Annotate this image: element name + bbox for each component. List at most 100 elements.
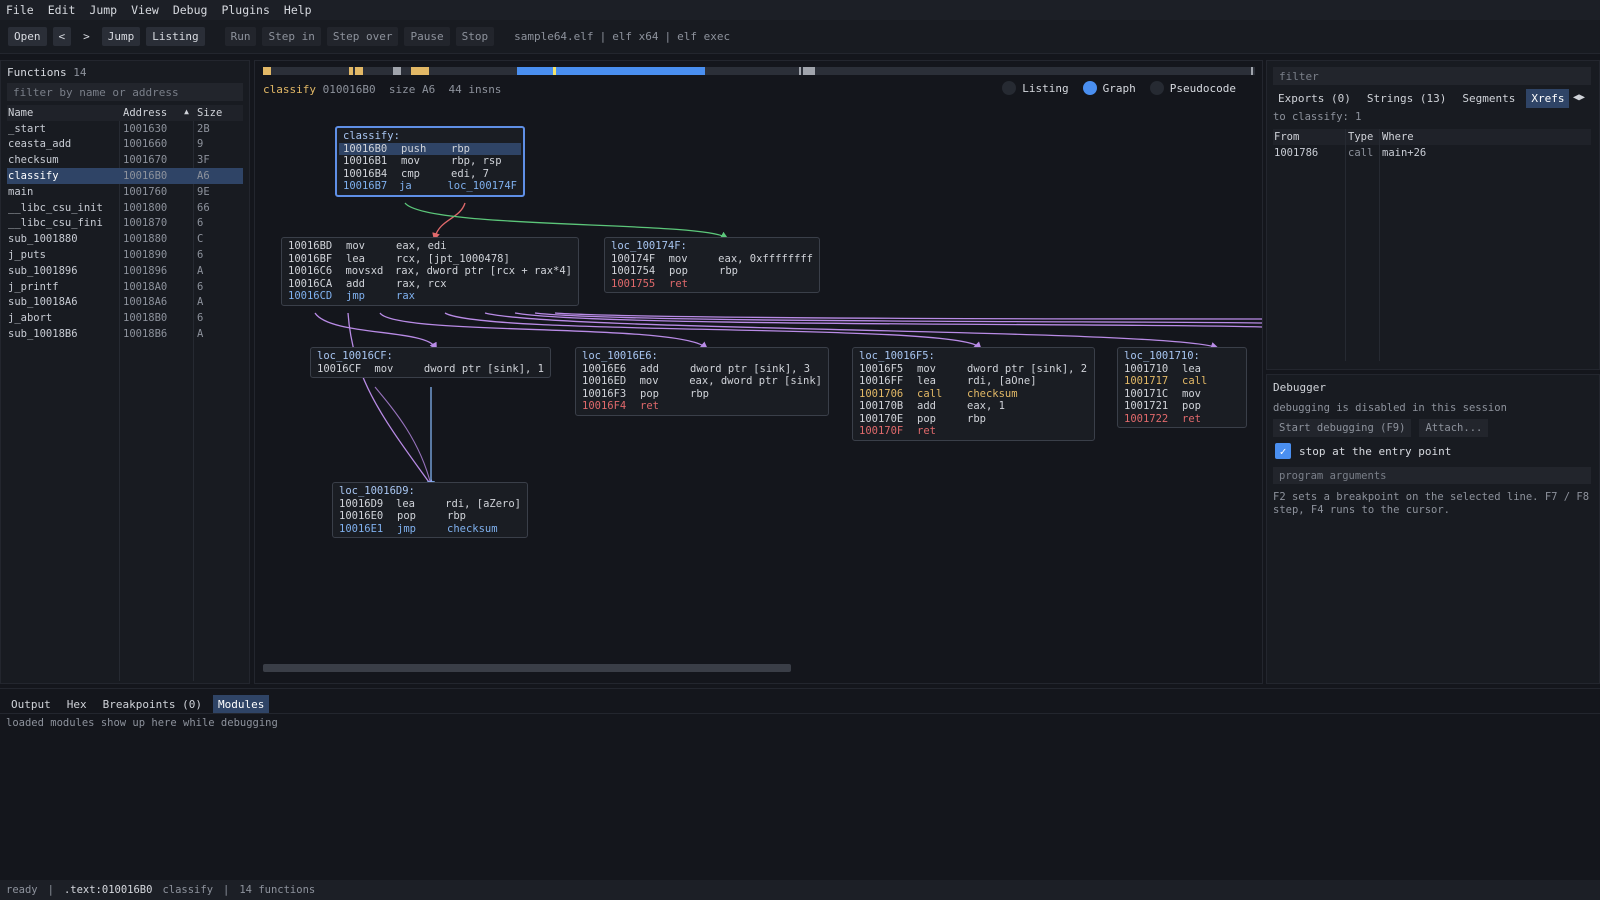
header-address[interactable]: Address▲: [123, 106, 189, 119]
block-label[interactable]: loc_10016CF:: [317, 350, 393, 362]
tab-xrefs[interactable]: Xrefs: [1526, 89, 1570, 108]
view-listing-radio[interactable]: Listing: [1002, 81, 1069, 95]
header-where[interactable]: Where: [1382, 131, 1414, 143]
header-size[interactable]: Size: [197, 106, 223, 119]
tab-segments[interactable]: Segments: [1462, 92, 1516, 105]
horizontal-scrollbar[interactable]: [263, 664, 791, 672]
attach-button[interactable]: Attach...: [1419, 419, 1489, 437]
start-debugging-button[interactable]: Start debugging (F9): [1273, 419, 1412, 437]
tab-modules[interactable]: Modules: [212, 695, 270, 714]
block-label[interactable]: loc_10016F5:: [859, 350, 935, 362]
tab-strings[interactable]: Strings (13): [1366, 92, 1447, 105]
step-over-button[interactable]: Step over: [326, 27, 399, 46]
view-graph-radio[interactable]: Graph: [1082, 81, 1136, 95]
program-arguments-input[interactable]: [1273, 467, 1591, 484]
block-label[interactable]: classify:: [343, 130, 400, 142]
run-button[interactable]: Run: [224, 27, 257, 46]
listing-button[interactable]: Listing: [146, 27, 205, 46]
step-in-button[interactable]: Step in: [262, 27, 321, 46]
info-filter-input[interactable]: [1273, 67, 1591, 85]
block-label[interactable]: loc_1001710:: [1124, 350, 1200, 362]
block-label[interactable]: loc_10016D9:: [339, 485, 415, 497]
tab-breakpoints[interactable]: Breakpoints (0): [102, 698, 202, 711]
stop-button[interactable]: Stop: [455, 27, 495, 46]
view-pseudocode-radio[interactable]: Pseudocode: [1149, 81, 1236, 95]
menu-plugins[interactable]: Plugins: [221, 3, 270, 17]
header-from[interactable]: From: [1274, 131, 1300, 143]
back-button[interactable]: <: [52, 27, 72, 46]
menu-debug[interactable]: Debug: [172, 3, 208, 17]
open-button[interactable]: Open: [8, 27, 47, 46]
stop-at-entry-checkbox[interactable]: ✓ stop at the entry point: [1275, 443, 1451, 459]
block-label[interactable]: loc_10016E6:: [582, 350, 658, 362]
tab-output[interactable]: Output: [11, 698, 51, 711]
menu-jump[interactable]: Jump: [89, 3, 118, 17]
header-name[interactable]: Name: [8, 106, 34, 119]
tab-hex[interactable]: Hex: [66, 698, 87, 711]
menu-view[interactable]: View: [131, 3, 159, 17]
jump-button[interactable]: Jump: [101, 27, 141, 46]
table-row[interactable]: 1001786 call main+26: [1274, 147, 1427, 159]
graph-view[interactable]: classify 010016B0 size A6 44 insns Listi…: [254, 60, 1263, 684]
menu-edit[interactable]: Edit: [47, 3, 76, 17]
pause-button[interactable]: Pause: [404, 27, 450, 46]
forward-button[interactable]: >: [83, 30, 90, 43]
function-filter-input[interactable]: [7, 83, 243, 101]
header-type[interactable]: Type: [1348, 131, 1374, 143]
menu-help[interactable]: Help: [283, 3, 312, 17]
menu-file[interactable]: File: [6, 3, 34, 17]
tab-scroll-arrows-icon[interactable]: ◀▶: [1573, 92, 1586, 103]
tab-exports[interactable]: Exports (0): [1278, 92, 1351, 105]
block-label[interactable]: loc_100174F:: [611, 240, 687, 252]
navigation-overview-bar[interactable]: [263, 67, 1255, 75]
